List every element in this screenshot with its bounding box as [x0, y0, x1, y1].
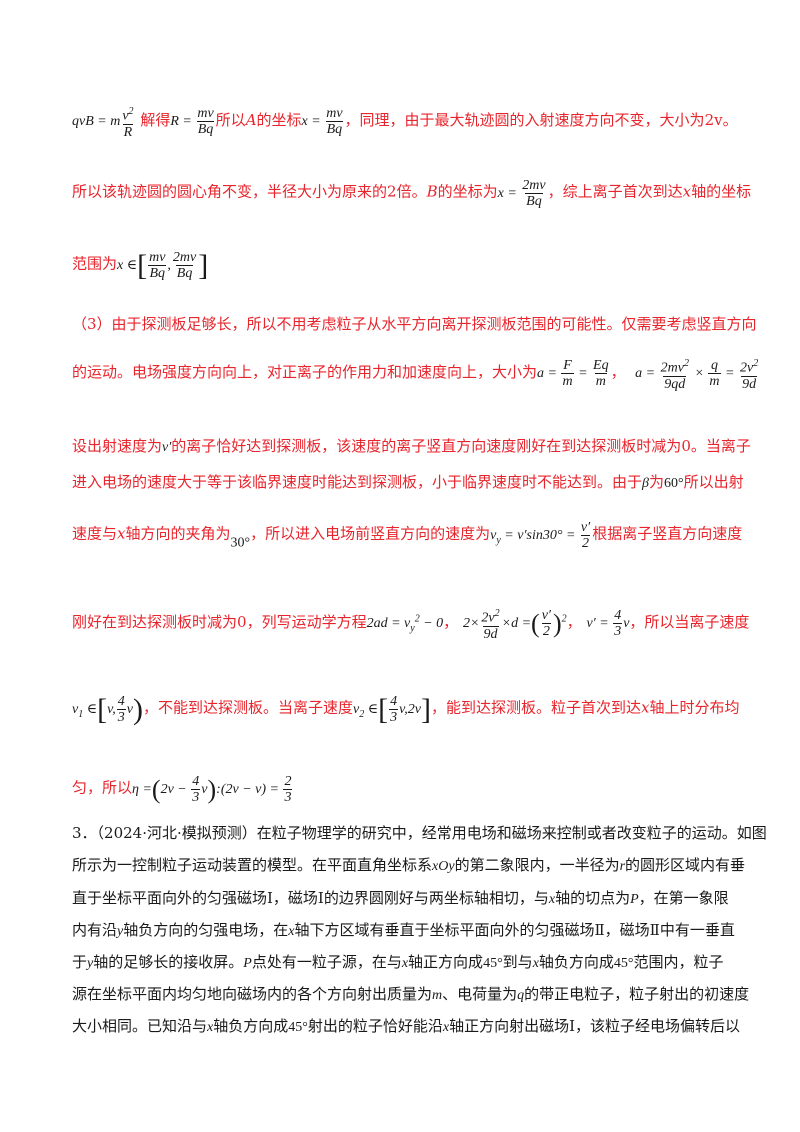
question-3-line-5: 于y轴的足够长的接收屏。P点处有一粒子源，在与x轴正方向成45°到与x轴负方向成… — [72, 953, 724, 971]
symbol-r: r — [619, 859, 626, 874]
question-3-line-4: 内有沿y轴负方向的匀强电场，在x轴下方区域有垂直于坐标平面向外的匀强磁场Ⅱ，磁场… — [72, 921, 735, 939]
angle-30: 30° — [230, 535, 251, 551]
symbol-v-prime: v′ — [162, 440, 172, 455]
symbol-x: x — [442, 1020, 450, 1035]
symbol-beta: β — [642, 476, 649, 491]
solution-line-8: 速度与x轴方向的夹角为30°，所以进入电场前竖直方向的速度为vy = v′sin… — [72, 520, 743, 551]
solution-line-7: 进入电场的速度大于等于该临界速度时能达到探测板，小于临界速度时不能达到。由于β为… — [72, 473, 744, 491]
symbol-p: P — [243, 956, 252, 971]
question-3-line-2: 所示为一控制粒子运动装置的模型。在平面直角坐标系xOy的第二象限内，一半径为r的… — [72, 856, 746, 874]
symbol-q: q — [517, 988, 525, 1003]
solution-line-9: 刚好在到达探测板时减为0，列写运动学方程2ad = vy2 − 0， 2×2v2… — [72, 608, 750, 642]
question-3-line-3: 直于坐标平面向外的匀强磁场Ⅰ，磁场Ⅰ的边界圆刚好与两坐标轴相切，与x轴的切点为P… — [72, 889, 729, 907]
question-3-line-1: 3．（2024·河北·模拟预测）在粒子物理学的研究中，经常用电场和磁场来控制或者… — [72, 824, 767, 842]
angle-45: 45° — [288, 1020, 308, 1035]
symbol-y: y — [117, 924, 124, 939]
angle-45: 45° — [483, 956, 503, 971]
formula-kinematics: 2ad = vy2 − 0 — [366, 613, 444, 634]
symbol-x: x — [548, 892, 556, 907]
solution-line-6: 设出射速度为v′的离子恰好达到探测板，该速度的离子竖直方向速度刚好在到达探测板时… — [72, 437, 751, 455]
symbol-x: x — [532, 956, 539, 971]
question-3-line-7: 大小相同。已知沿与x轴负方向成45°射出的粒子恰好能沿x轴正方向射出磁场Ⅰ，该粒… — [72, 1017, 741, 1035]
question-3-line-6: 源在坐标平面内均匀地向磁场内的各个方向射出质量为m、电荷量为q的带正电粒子，粒子… — [72, 985, 750, 1003]
symbol-xoy: xOy — [432, 859, 455, 874]
symbol-y: y — [87, 956, 94, 971]
angle-45: 45° — [613, 956, 634, 971]
symbol-m: m — [432, 988, 443, 1003]
angle-60: 60° — [664, 476, 684, 491]
formula-vy: vy = v′sin30° = v′2 — [490, 520, 591, 551]
symbol-x: x — [207, 1020, 214, 1035]
symbol-p: P — [630, 892, 639, 907]
symbol-x: x — [401, 956, 409, 971]
symbol-x: x — [288, 924, 295, 939]
solution-line-4: （3）由于探测板足够长，所以不用考虑粒子从水平方向离开探测板范围的可能性。仅需要… — [72, 315, 757, 333]
